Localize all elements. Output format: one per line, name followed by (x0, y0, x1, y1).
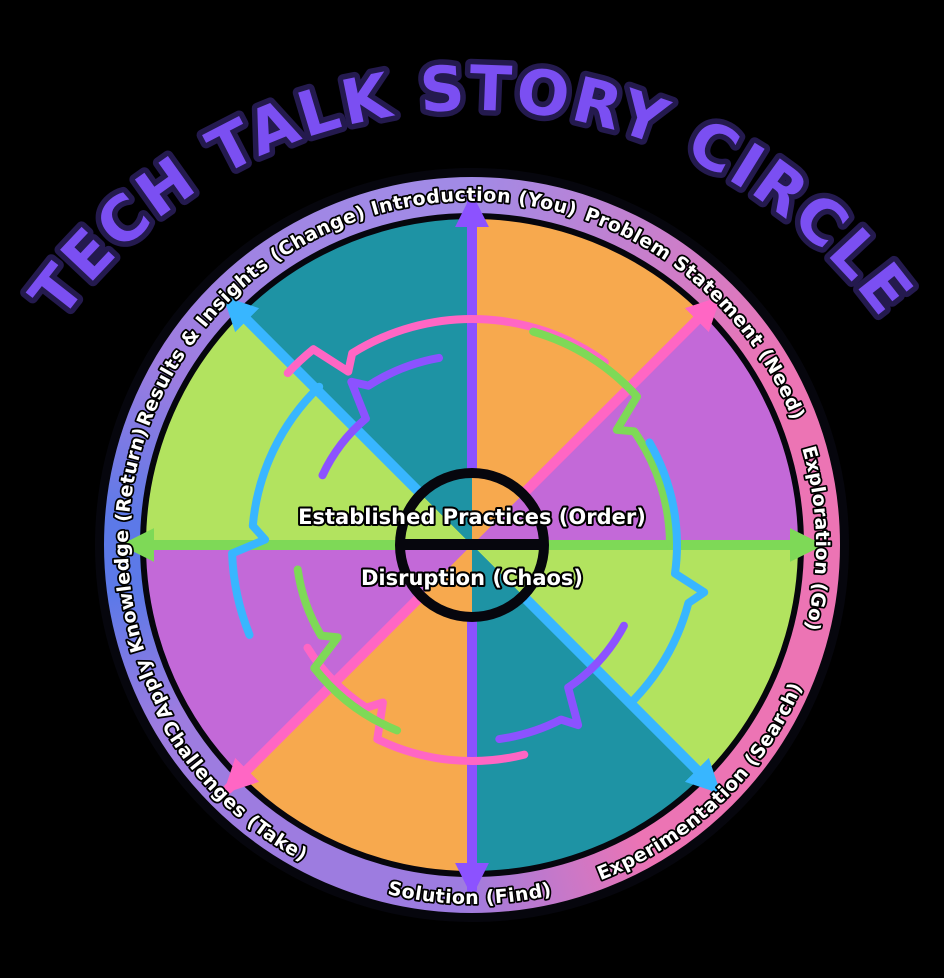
ring-label-introduction: Introduction (You) (369, 184, 580, 221)
circuit-arc-purple (318, 353, 443, 480)
circuit-arc-green (529, 327, 674, 549)
ring-label-challenges: Challenges (Take) (157, 717, 311, 866)
ring-label-problem-statement: Problem Statement (Need) (582, 204, 809, 424)
ring-label-apply-knowledge: Apply Knowledge (Return) (111, 425, 177, 723)
ring-label-results-insights: Results & Insights (Change) (133, 201, 368, 429)
circuit-arc-blue (629, 438, 709, 705)
center-label-order: Established Practices (Order) (298, 505, 646, 529)
center-label-chaos: Disruption (Chaos) (361, 566, 583, 590)
ring-label-solution: Solution (Find) (386, 877, 554, 909)
circuit-arc-pink (303, 643, 529, 765)
center-divider-bar (397, 539, 547, 550)
decorative-circuit-arcs (228, 315, 709, 765)
circuit-arc-blue (228, 382, 324, 639)
ring-label-experimentation: Experimentation (Search) (594, 679, 807, 885)
circuit-arc-green (293, 565, 402, 735)
ring-label-exploration: Exploration (Go) (797, 444, 833, 634)
circuit-arc-purple (495, 621, 628, 744)
